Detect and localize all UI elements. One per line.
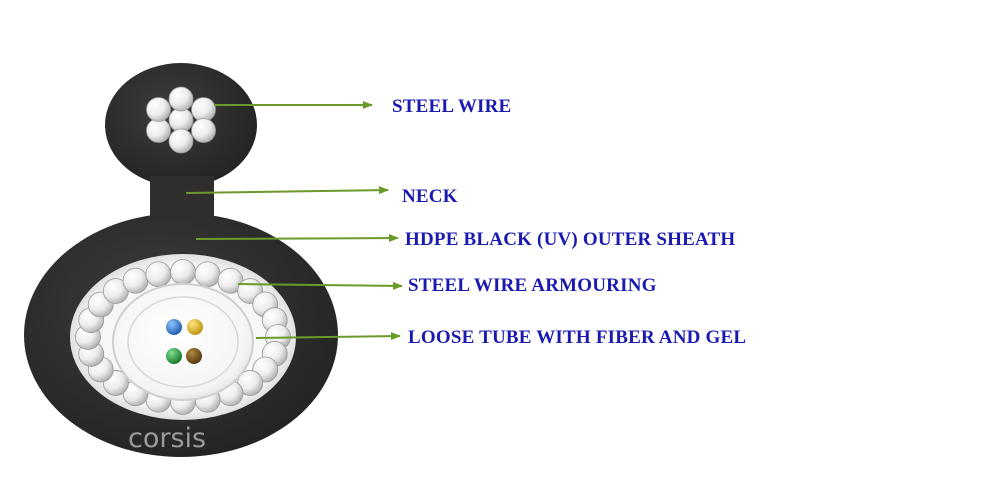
label-outer-sheath: HDPE BLACK (UV) OUTER SHEATH [405, 229, 735, 250]
messenger-wire [191, 97, 216, 122]
fiber-yellow [187, 319, 203, 335]
messenger-wire [168, 107, 194, 133]
label-steel-wire: STEEL WIRE [392, 96, 511, 117]
arrow-outer-sheath [195, 234, 399, 243]
messenger-steel-wires [146, 86, 216, 154]
arrow-armouring [237, 281, 403, 290]
arrow-neck [185, 186, 389, 195]
armour-wire [194, 261, 221, 288]
fiber-green [166, 348, 182, 364]
label-loose-tube: LOOSE TUBE WITH FIBER AND GEL [408, 327, 746, 348]
messenger-wire [168, 86, 194, 112]
armour-wire [145, 261, 172, 288]
arrow-loose-tube [255, 332, 401, 341]
messenger-wire [146, 118, 171, 143]
messenger-wire [146, 97, 171, 122]
messenger-wire [168, 128, 194, 154]
corsis-watermark: corsis [128, 423, 206, 454]
messenger-wire [191, 118, 216, 143]
label-neck: NECK [402, 186, 458, 207]
label-armouring: STEEL WIRE ARMOURING [408, 275, 657, 296]
loose-tube-inner-ring [127, 296, 239, 388]
loose-tube [112, 283, 254, 401]
fiber-brown [186, 348, 202, 364]
fiber-blue [166, 319, 182, 335]
armour-wire [122, 267, 149, 294]
armour-wire [170, 259, 196, 285]
